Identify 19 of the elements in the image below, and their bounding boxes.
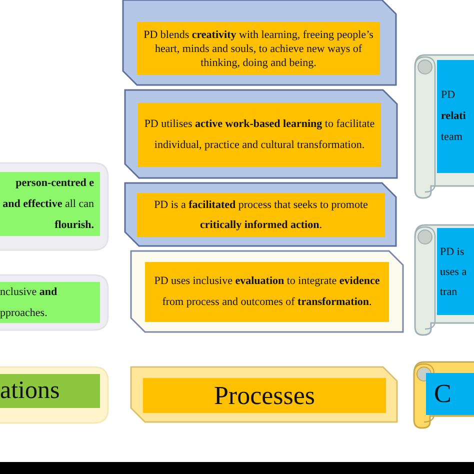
statement-text: PD uses inclusive evaluation to integrate evidence from process and outcomes of transformation. xyxy=(153,274,381,310)
statement-text: PD blends creativity with learning, freeing people’s heart, minds and souls, to achieve new ways of thinking, doing and being. xyxy=(142,28,374,70)
rounded-panel xyxy=(0,367,108,423)
statement-text: nclusive and pproaches. xyxy=(0,284,58,320)
process-box xyxy=(123,0,396,85)
rounded-panel xyxy=(0,275,108,330)
process-box xyxy=(131,367,397,422)
statement-text: PD relati team xyxy=(441,88,467,145)
rounded-panel xyxy=(0,163,108,250)
statement-text: ations xyxy=(0,376,61,406)
statement-text: Processes xyxy=(212,380,316,410)
statement-text: person-centred e and effective all can flourish. xyxy=(2,176,94,232)
statement-text: C xyxy=(434,379,452,409)
statement-text: PD is uses a tran xyxy=(440,244,468,300)
process-box xyxy=(131,251,403,332)
statement-text: PD utilises active work-based learning to facilitate individual, practice and cultural transformation. xyxy=(143,117,376,153)
process-box xyxy=(125,90,397,178)
process-box xyxy=(125,183,396,246)
statement-text: PD is a facilitated process that seeks to promote critically informed action. xyxy=(153,198,369,233)
